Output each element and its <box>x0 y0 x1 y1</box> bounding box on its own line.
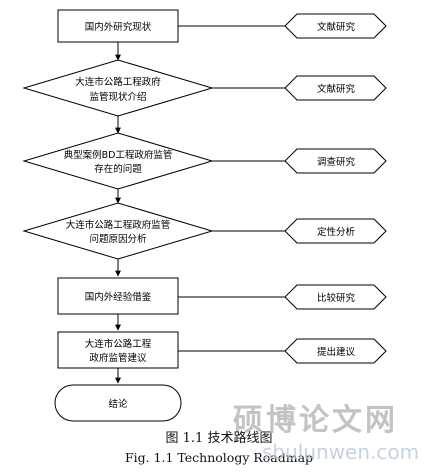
figure-caption-english: Fig. 1.1 Technology Roadmap <box>124 450 314 465</box>
method-1-literature: 文献研究 <box>284 13 387 39</box>
method-5-comparative: 比较研究 <box>284 284 387 310</box>
method-3-survey: 调查研究 <box>284 148 387 174</box>
step-4-cause-analysis: 大连市公路工程政府监管 问题原因分析 <box>22 202 214 260</box>
step-5-label: 国内外经验借鉴 <box>85 291 152 303</box>
step-3-label-line-1: 典型案例BD工程政府监管 <box>64 149 173 161</box>
step-2-label-line-1: 大连市公路工程政府 <box>75 76 161 88</box>
step-6-label-line-1: 大连市公路工程 <box>85 338 152 350</box>
step-1-label: 国内外研究现状 <box>85 21 152 33</box>
method-5-label: 比较研究 <box>317 292 356 304</box>
method-1-label: 文献研究 <box>317 21 356 33</box>
method-connectors <box>178 25 287 352</box>
step-4-label-line-2: 问题原因分析 <box>89 233 147 245</box>
step-6-label-line-2: 政府监管建议 <box>89 352 147 364</box>
step-1-research-status: 国内外研究现状 <box>57 9 179 43</box>
step-7-label: 结论 <box>108 398 128 410</box>
method-3-label: 调查研究 <box>317 156 356 168</box>
step-2-label-line-2: 监管现状介绍 <box>89 91 146 103</box>
method-2-label: 文献研究 <box>317 83 356 95</box>
method-6-label: 提出建议 <box>317 346 356 358</box>
figure-caption-chinese: 图 1.1 技术路线图 <box>165 431 273 446</box>
step-3-case-problems: 典型案例BD工程政府监管 存在的问题 <box>22 132 214 190</box>
method-4-label: 定性分析 <box>317 226 356 238</box>
step-7-conclusion: 结论 <box>54 384 182 422</box>
step-6-suggestions: 大连市公路工程 政府监管建议 <box>57 331 179 369</box>
watermark-logo: 硕博论文网 <box>233 403 398 438</box>
watermark-site: sbulunwen.com <box>262 440 420 464</box>
step-4-label-line-1: 大连市公路工程政府监管 <box>66 219 171 231</box>
method-6-suggestion: 提出建议 <box>284 338 387 364</box>
step-5-experience: 国内外经验借鉴 <box>57 277 179 315</box>
method-4-qualitative: 定性分析 <box>284 218 387 244</box>
step-3-label-line-2: 存在的问题 <box>94 163 142 175</box>
method-2-literature: 文献研究 <box>284 75 387 101</box>
step-2-current-supervision: 大连市公路工程政府 监管现状介绍 <box>22 59 214 117</box>
